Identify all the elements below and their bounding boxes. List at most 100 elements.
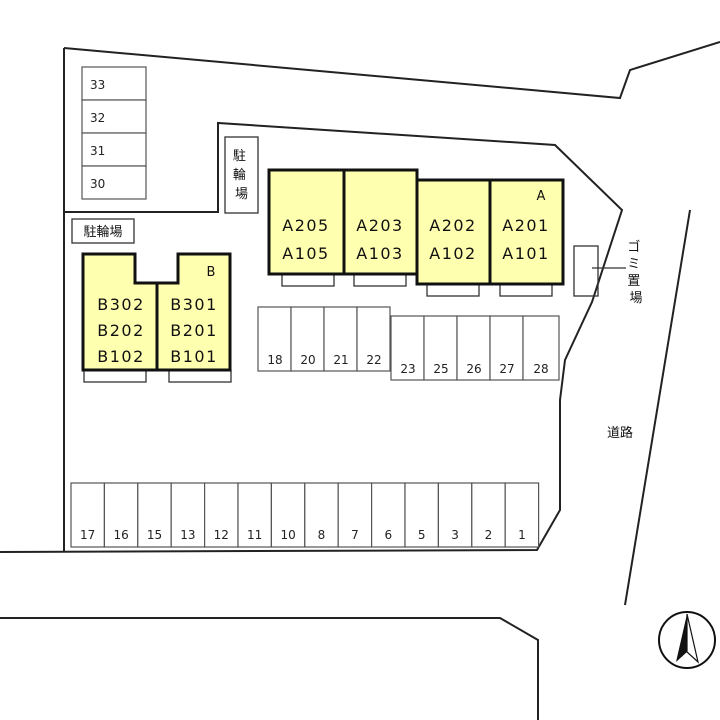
building-a: A205 A105 A203 A103 A202 A102 A201 A101 … — [267, 168, 565, 297]
unit-label: B201 — [170, 321, 218, 340]
parking-number: 7 — [351, 528, 359, 542]
unit-label: A105 — [282, 244, 329, 263]
unit-label: A205 — [282, 216, 329, 235]
parking-space — [81, 132, 147, 167]
parking-space — [237, 482, 273, 548]
entrance — [83, 369, 147, 383]
entrance — [499, 283, 553, 297]
road-label: 道路 — [607, 425, 633, 441]
parking-space — [471, 482, 506, 548]
road-bottom-edge — [0, 617, 539, 720]
parking-top-left: 33 32 31 30 — [81, 66, 147, 200]
parking-number: 21 — [333, 353, 348, 367]
parking-number: 31 — [90, 144, 105, 158]
parking-space — [81, 99, 147, 134]
north-arrow-icon — [658, 611, 716, 669]
unit-label: A203 — [356, 216, 403, 235]
parking-middle-right: 23 25 26 27 28 — [390, 315, 560, 381]
parking-number: 30 — [90, 177, 105, 191]
parking-space — [81, 165, 147, 200]
parking-space — [456, 315, 491, 381]
parking-number: 16 — [113, 528, 128, 542]
parking-middle-left: 18 20 21 22 — [257, 306, 391, 372]
parking-space — [323, 306, 358, 372]
building-b: B302 B202 B102 B301 B201 B101 B — [81, 252, 232, 383]
road-right-edge — [624, 209, 691, 606]
entrance — [168, 369, 232, 383]
entrance — [353, 273, 407, 287]
unit-label: A103 — [356, 244, 403, 263]
property-boundary — [63, 41, 720, 100]
parking-space — [437, 482, 473, 548]
unit-label: A201 — [502, 216, 549, 235]
parking-space — [204, 482, 239, 548]
unit-label: B102 — [97, 347, 145, 366]
parking-number: 28 — [533, 362, 548, 376]
bicycle-parking-left: 駐輪場 — [71, 218, 135, 244]
building-b-block — [155, 252, 232, 372]
parking-number: 10 — [280, 528, 295, 542]
unit-label: A102 — [429, 244, 476, 263]
parking-number: 3 — [451, 528, 459, 542]
parking-number: 12 — [214, 528, 229, 542]
bicycle-parking-box — [224, 136, 259, 214]
parking-space — [423, 315, 458, 381]
lot-top-edge — [0, 121, 624, 553]
parking-number: 27 — [499, 362, 514, 376]
parking-space — [137, 482, 172, 548]
garbage-box — [573, 245, 599, 297]
parking-number: 26 — [466, 362, 481, 376]
parking-space — [257, 306, 292, 372]
parking-space — [337, 482, 373, 548]
parking-number: 32 — [90, 111, 105, 125]
bicycle-parking-label-top: 駐 輪 場 — [233, 149, 250, 202]
parking-number: 22 — [366, 353, 381, 367]
parking-space — [304, 482, 339, 548]
parking-space — [371, 482, 406, 548]
unit-label: A101 — [502, 244, 549, 263]
parking-number: 15 — [147, 528, 162, 542]
parking-space — [390, 315, 425, 381]
bicycle-parking-top: 駐 輪 場 — [224, 136, 259, 214]
bicycle-parking-box — [71, 218, 135, 244]
unit-label: A202 — [429, 216, 476, 235]
parking-number: 17 — [80, 528, 95, 542]
parking-space — [356, 306, 391, 372]
parking-number: 8 — [318, 528, 326, 542]
parking-space — [489, 315, 524, 381]
building-a-block — [267, 168, 346, 276]
parking-number: 13 — [180, 528, 195, 542]
entrance — [281, 273, 335, 287]
parking-number: 1 — [518, 528, 526, 542]
unit-label: B301 — [170, 295, 218, 314]
parking-space — [504, 482, 540, 548]
bicycle-parking-label-left: 駐輪場 — [83, 224, 122, 240]
unit-label: B302 — [97, 295, 145, 314]
entrance — [426, 283, 480, 297]
parking-number: 5 — [418, 528, 426, 542]
parking-space — [522, 315, 560, 381]
parking-space — [103, 482, 139, 548]
unit-label: B101 — [170, 347, 218, 366]
building-a-block — [415, 178, 492, 286]
unit-label: B202 — [97, 321, 145, 340]
parking-space — [270, 482, 306, 548]
parking-number: 2 — [485, 528, 493, 542]
parking-number: 20 — [300, 353, 315, 367]
parking-number: 33 — [90, 78, 105, 92]
building-a-block — [488, 178, 565, 286]
parking-space — [70, 482, 106, 548]
building-a-block — [342, 168, 419, 276]
building-a-label: A — [537, 189, 546, 204]
building-b-label: B — [207, 265, 216, 280]
parking-space — [81, 66, 147, 101]
garbage-label: ゴ ミ 置 場 — [627, 239, 644, 306]
parking-number: 11 — [247, 528, 262, 542]
garbage-area: ゴ ミ 置 場 — [573, 239, 644, 306]
parking-number: 25 — [433, 362, 448, 376]
parking-space — [170, 482, 206, 548]
parking-number: 23 — [400, 362, 415, 376]
parking-number: 18 — [267, 353, 282, 367]
